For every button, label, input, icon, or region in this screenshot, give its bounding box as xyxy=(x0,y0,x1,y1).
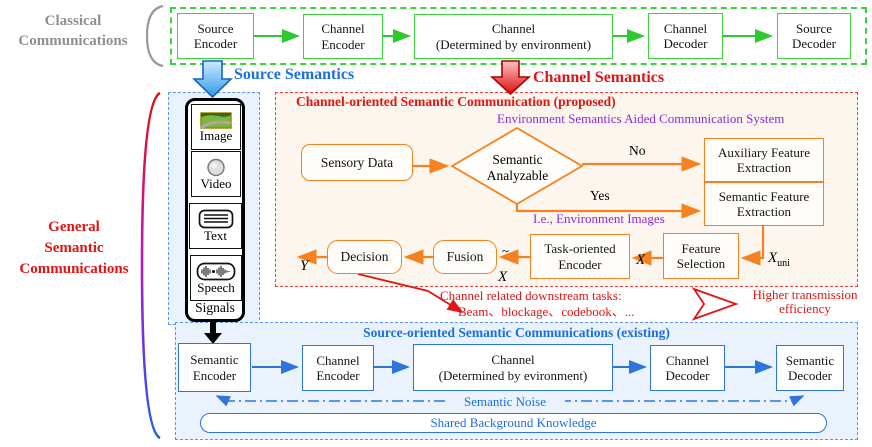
classical-channel-encoder: Channel Encoder xyxy=(303,14,383,59)
classical-channel: Channel (Determined by environment) xyxy=(414,14,613,59)
existing-channel-decoder: Channel Decoder xyxy=(650,345,725,391)
signal-speech-label: Speech xyxy=(197,279,235,295)
ie-environment-note: I.e., Environment Images xyxy=(533,211,665,226)
benefit-line1: Higher transmission xyxy=(752,287,858,302)
proposed-title: Channel-oriented Semantic Communication … xyxy=(296,94,616,109)
signals-to-encoder-arrow xyxy=(204,321,222,344)
channel-semantics-arrow xyxy=(489,60,532,96)
existing-channel: Channel (Determined by evironment) xyxy=(413,344,613,391)
signal-image-label: Image xyxy=(199,127,233,143)
x-tilde-base: X xyxy=(498,269,508,285)
signal-video-label: Video xyxy=(200,175,232,191)
proposed-subtitle: Environment Semantics Aided Communicatio… xyxy=(497,111,785,126)
feature-selection-box: Feature Selection xyxy=(663,233,739,279)
text-icon xyxy=(198,209,233,229)
video-icon xyxy=(207,158,225,176)
classical-source-decoder: Source Decoder xyxy=(777,13,851,59)
x-uni-sub: uni xyxy=(777,258,790,269)
signal-image: Image xyxy=(191,104,241,150)
yes-label: Yes xyxy=(590,188,610,203)
fusion-box: Fusion xyxy=(433,240,497,274)
signals-footer-label: Signals xyxy=(195,300,235,315)
general-semantic-label: General Semantic Communications xyxy=(19,219,129,277)
x-label: X xyxy=(636,252,646,268)
signal-speech: Speech xyxy=(190,255,242,301)
downstream-tasks-line2: Beam、blockage、codebook、... xyxy=(458,304,635,319)
image-icon xyxy=(200,111,232,129)
semantic-feature-box: Semantic Feature Extraction xyxy=(704,182,824,226)
existing-semantic-encoder: Semantic Encoder xyxy=(178,343,251,392)
classical-brace xyxy=(145,4,164,68)
classical-label: Classical Communications xyxy=(18,13,128,50)
semantic-noise-link xyxy=(215,395,805,407)
no-label: No xyxy=(629,143,646,158)
auxiliary-feature-box: Auxiliary Feature Extraction xyxy=(704,138,824,182)
existing-title: Source-oriented Semantic Communications … xyxy=(363,325,670,340)
benefit-line2: efficiency xyxy=(779,301,831,316)
task-encoder-box: Task-oriented Encoder xyxy=(530,234,630,279)
source-semantics-label: Source Semantics xyxy=(234,66,355,83)
channel-semantics-label: Channel Semantics xyxy=(533,69,665,86)
x-uni-base: X xyxy=(768,250,778,266)
semantic-noise-label: Semantic Noise xyxy=(445,394,565,410)
speech-icon xyxy=(196,262,236,281)
signal-text-label: Text xyxy=(204,228,227,244)
x-uni-label: Xuni xyxy=(768,233,790,269)
diamond-label: Semantic Analyzable xyxy=(486,152,549,183)
signal-text: Text xyxy=(189,203,242,249)
classical-channel-decoder: Channel Decoder xyxy=(648,13,723,59)
downstream-tasks-line1: Channel related downstream tasks: xyxy=(440,288,622,303)
decision-box: Decision xyxy=(327,240,402,274)
existing-semantic-decoder: Semantic Decoder xyxy=(776,345,844,391)
benefit-chevron xyxy=(691,287,739,321)
existing-channel-encoder: Channel Encoder xyxy=(302,345,374,391)
decision-to-existing-arrow xyxy=(357,273,464,313)
proposed-flow-arrows xyxy=(296,156,765,266)
classical-source-encoder: Source Encoder xyxy=(177,13,254,59)
shared-knowledge-pill: Shared Background Knowledge xyxy=(200,413,827,433)
semantic-analyzable-diamond xyxy=(450,126,584,206)
x-tilde-accent: ~ xyxy=(502,243,510,258)
source-semantics-arrow xyxy=(192,60,233,99)
y-label: Y xyxy=(300,258,309,274)
general-brace xyxy=(140,91,161,440)
sensory-data-box: Sensory Data xyxy=(301,144,413,181)
signal-video: Video xyxy=(191,151,241,197)
x-tilde-label: ~X xyxy=(498,243,509,286)
